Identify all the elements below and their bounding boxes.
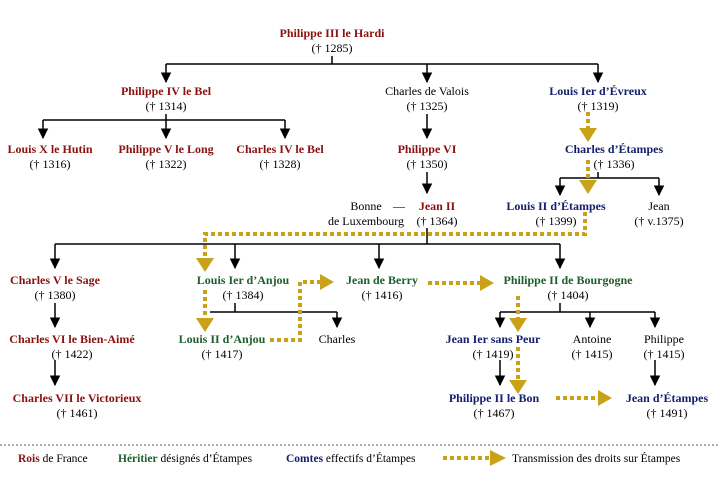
name-jean-de-berry: Jean de Berry <box>346 273 418 287</box>
name-charles-etampes: Charles d’Étampes <box>564 142 664 156</box>
legend-transmission-text: Transmission des droits sur Étampes <box>512 453 681 465</box>
name-bonne-line1: Bonne <box>350 199 382 213</box>
node-philippe-v: Philippe V le Long († 1322) <box>118 142 213 172</box>
name-philippe-iii: Philippe III le Hardi <box>279 26 385 40</box>
node-louis-x: Louis X le Hutin († 1316) <box>7 142 92 172</box>
node-philippe-iv: Philippe IV le Bel († 1314) <box>121 84 211 114</box>
node-philippe-le-bon: Philippe II le Bon († 1467) <box>449 391 539 421</box>
name-philippe-vi: Philippe VI <box>397 142 457 156</box>
date-louis-ii-etampes: († 1399) <box>535 214 577 228</box>
node-charles-de-valois: Charles de Valois († 1325) <box>385 84 469 114</box>
node-philippe-nevers: Philippe († 1415) <box>644 332 685 362</box>
legend-rois-label: Rois <box>18 453 40 465</box>
legend-heritier-label: Héritier <box>118 453 158 465</box>
name-antoine: Antoine <box>572 332 612 346</box>
node-antoine: Antoine († 1415) <box>572 332 613 362</box>
date-jean-evreux: († v.1375) <box>634 214 684 228</box>
legend: Rois de France Héritier désignés d’Étamp… <box>0 450 720 472</box>
legend-comtes-label: Comtes <box>286 453 324 465</box>
date-jean-etampes: († 1491) <box>646 406 688 420</box>
marriage-dash-symbol: — <box>393 199 405 213</box>
date-louis-evreux: († 1319) <box>577 99 619 113</box>
date-philippe-nevers: († 1415) <box>643 347 685 361</box>
legend-transmission: Transmission des droits sur Étampes <box>512 453 680 465</box>
name-philippe-iv: Philippe IV le Bel <box>120 84 212 98</box>
date-louis-ii-anjou: († 1417) <box>201 347 243 361</box>
name-philippe-le-bon: Philippe II le Bon <box>448 391 540 405</box>
node-jean-ii: Jean II († 1364) <box>417 199 458 229</box>
legend-transmission-arrowhead <box>490 450 506 466</box>
name-louis-evreux: Louis Ier d’Évreux <box>549 84 647 98</box>
name-charles-vi: Charles VI le Bien-Aimé <box>9 332 135 346</box>
node-louis-ii-anjou: Louis II d’Anjou († 1417) <box>179 332 266 362</box>
date-antoine: († 1415) <box>571 347 613 361</box>
node-louis-ier-anjou: Louis Ier d’Anjou († 1384) <box>197 273 289 303</box>
name-jean-sans-peur: Jean Ier sans Peur <box>445 332 541 346</box>
name-louis-ii-anjou: Louis II d’Anjou <box>178 332 266 346</box>
date-louis-x: († 1316) <box>29 157 71 171</box>
transmission-arrowheads <box>196 128 612 406</box>
node-bonne-de-luxembourg: Bonne de Luxembourg <box>328 199 404 229</box>
legend-rois-text: de France <box>39 453 88 465</box>
node-charles-vi: Charles VI le Bien-Aimé († 1422) <box>9 332 134 362</box>
legend-comtes: Comtes effectifs d’Étampes <box>286 453 415 465</box>
date-philippe-v: († 1322) <box>145 157 187 171</box>
date-louis-ier-anjou: († 1384) <box>222 288 264 302</box>
node-charles-anjou: Charles <box>319 332 356 347</box>
node-charles-etampes: Charles d’Étampes († 1336) <box>565 142 663 172</box>
marriage-dash: — <box>393 199 405 214</box>
node-jean-evreux: Jean († v.1375) <box>634 199 683 229</box>
node-philippe-iii: Philippe III le Hardi († 1285) <box>279 26 384 56</box>
date-philippe-ii-bourgogne: († 1404) <box>547 288 589 302</box>
date-charles-v: († 1380) <box>34 288 76 302</box>
node-charles-vii: Charles VII le Victorieux († 1461) <box>13 391 142 421</box>
name-charles-anjou: Charles <box>318 332 356 346</box>
date-jean-ii: († 1364) <box>416 214 458 228</box>
name-bonne-line2: de Luxembourg <box>327 214 405 228</box>
date-charles-vii: († 1461) <box>56 406 98 420</box>
node-jean-de-berry: Jean de Berry († 1416) <box>346 273 418 303</box>
date-philippe-iii: († 1285) <box>311 41 353 55</box>
descent-lines <box>37 56 665 387</box>
name-philippe-v: Philippe V le Long <box>118 142 214 156</box>
date-charles-etampes: († 1336) <box>593 157 635 171</box>
date-philippe-iv: († 1314) <box>145 99 187 113</box>
date-jean-sans-peur: († 1419) <box>472 347 514 361</box>
name-philippe-nevers: Philippe <box>643 332 684 346</box>
name-louis-ii-etampes: Louis II d’Étampes <box>506 199 606 213</box>
node-charles-iv: Charles IV le Bel († 1328) <box>236 142 323 172</box>
node-jean-etampes: Jean d’Étampes († 1491) <box>626 391 708 421</box>
date-charles-vi: († 1422) <box>51 347 93 361</box>
legend-rois: Rois de France <box>18 453 88 465</box>
node-philippe-ii-bourgogne: Philippe II de Bourgogne († 1404) <box>503 273 632 303</box>
name-louis-x: Louis X le Hutin <box>7 142 93 156</box>
name-louis-ier-anjou: Louis Ier d’Anjou <box>196 273 290 287</box>
name-charles-de-valois: Charles de Valois <box>385 84 469 98</box>
name-charles-vii: Charles VII le Victorieux <box>12 391 142 405</box>
name-philippe-ii-bourgogne: Philippe II de Bourgogne <box>503 273 633 287</box>
node-louis-evreux: Louis Ier d’Évreux († 1319) <box>549 84 647 114</box>
node-jean-sans-peur: Jean Ier sans Peur († 1419) <box>446 332 541 362</box>
date-philippe-vi: († 1350) <box>406 157 448 171</box>
legend-heritier-text: désignés d’Étampes <box>157 453 253 465</box>
name-charles-iv: Charles IV le Bel <box>236 142 324 156</box>
legend-comtes-text: effectifs d’Étampes <box>323 453 416 465</box>
date-charles-de-valois: († 1325) <box>406 99 448 113</box>
node-louis-ii-etampes: Louis II d’Étampes († 1399) <box>506 199 605 229</box>
node-philippe-vi: Philippe VI († 1350) <box>398 142 457 172</box>
date-jean-de-berry: († 1416) <box>361 288 403 302</box>
name-jean-etampes: Jean d’Étampes <box>625 391 709 405</box>
name-jean-ii: Jean II <box>418 199 456 213</box>
transmission-path <box>203 112 598 400</box>
date-charles-iv: († 1328) <box>259 157 301 171</box>
node-charles-v: Charles V le Sage († 1380) <box>10 273 100 303</box>
legend-heritier: Héritier désignés d’Étampes <box>118 453 252 465</box>
date-philippe-le-bon: († 1467) <box>473 406 515 420</box>
name-jean-evreux: Jean <box>648 199 670 213</box>
name-charles-v: Charles V le Sage <box>10 273 100 287</box>
